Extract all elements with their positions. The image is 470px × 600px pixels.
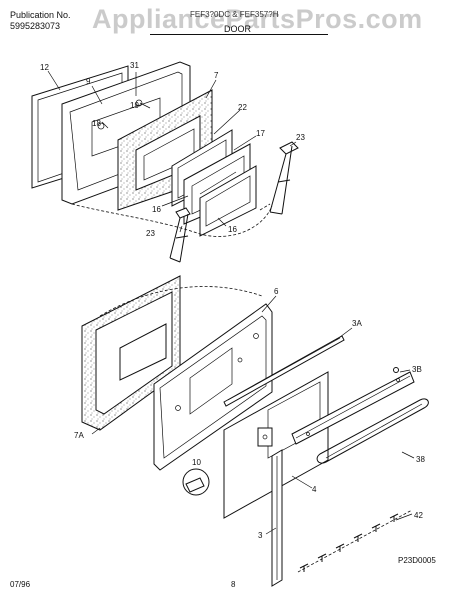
publication-number: 5995283073	[10, 21, 61, 31]
callout-7A: 7A	[74, 431, 84, 440]
callout-19: 19	[130, 101, 139, 110]
channel-3A	[223, 335, 345, 407]
callout-16-right: 16	[228, 225, 237, 234]
clip-set-42	[297, 509, 413, 573]
callout-3A: 3A	[352, 319, 362, 328]
screw-3B	[393, 367, 399, 373]
callout-3: 3	[258, 531, 263, 540]
callout-22: 22	[238, 103, 247, 112]
outer-door-panel-7A	[81, 275, 181, 431]
window-panel-4	[223, 371, 329, 519]
callout-3B: 3B	[412, 365, 422, 374]
handle-trim-3B	[291, 371, 415, 445]
callout-31: 31	[130, 61, 139, 70]
door-handle-38	[316, 398, 429, 464]
callout-16-left: 16	[152, 205, 161, 214]
callout-4: 4	[312, 485, 317, 494]
publication-label: Publication No.	[10, 10, 71, 20]
callout-42: 42	[414, 511, 423, 520]
callout-23-right: 23	[296, 133, 305, 142]
page-number: 8	[231, 580, 236, 589]
callout-9: 9	[86, 77, 91, 86]
footer-date: 07/96	[10, 580, 31, 589]
glass-retainer-16	[199, 165, 257, 237]
figure-id: P23D0005	[398, 556, 436, 565]
model-title: FEF3?0DC & FEF357?H	[190, 10, 279, 19]
side-trim-3	[271, 449, 283, 587]
callout-10: 10	[192, 458, 201, 467]
leaders-upper	[47, 70, 297, 233]
callout-23-left: 23	[146, 229, 155, 238]
watermark: AppliancePartsPros.com	[92, 4, 423, 34]
section-title: DOOR	[224, 24, 251, 34]
callout-7: 7	[214, 71, 219, 80]
title-rule	[150, 34, 328, 35]
screw-10	[182, 468, 210, 496]
hinge-23-right	[269, 141, 299, 215]
hinge-23-left	[169, 207, 191, 263]
callout-18: 18	[92, 119, 101, 128]
door-panel-6	[153, 303, 273, 471]
callout-17: 17	[256, 129, 265, 138]
callout-12: 12	[40, 63, 49, 72]
callout-38: 38	[416, 455, 425, 464]
leaders-lower	[91, 295, 415, 535]
callout-6: 6	[274, 287, 279, 296]
